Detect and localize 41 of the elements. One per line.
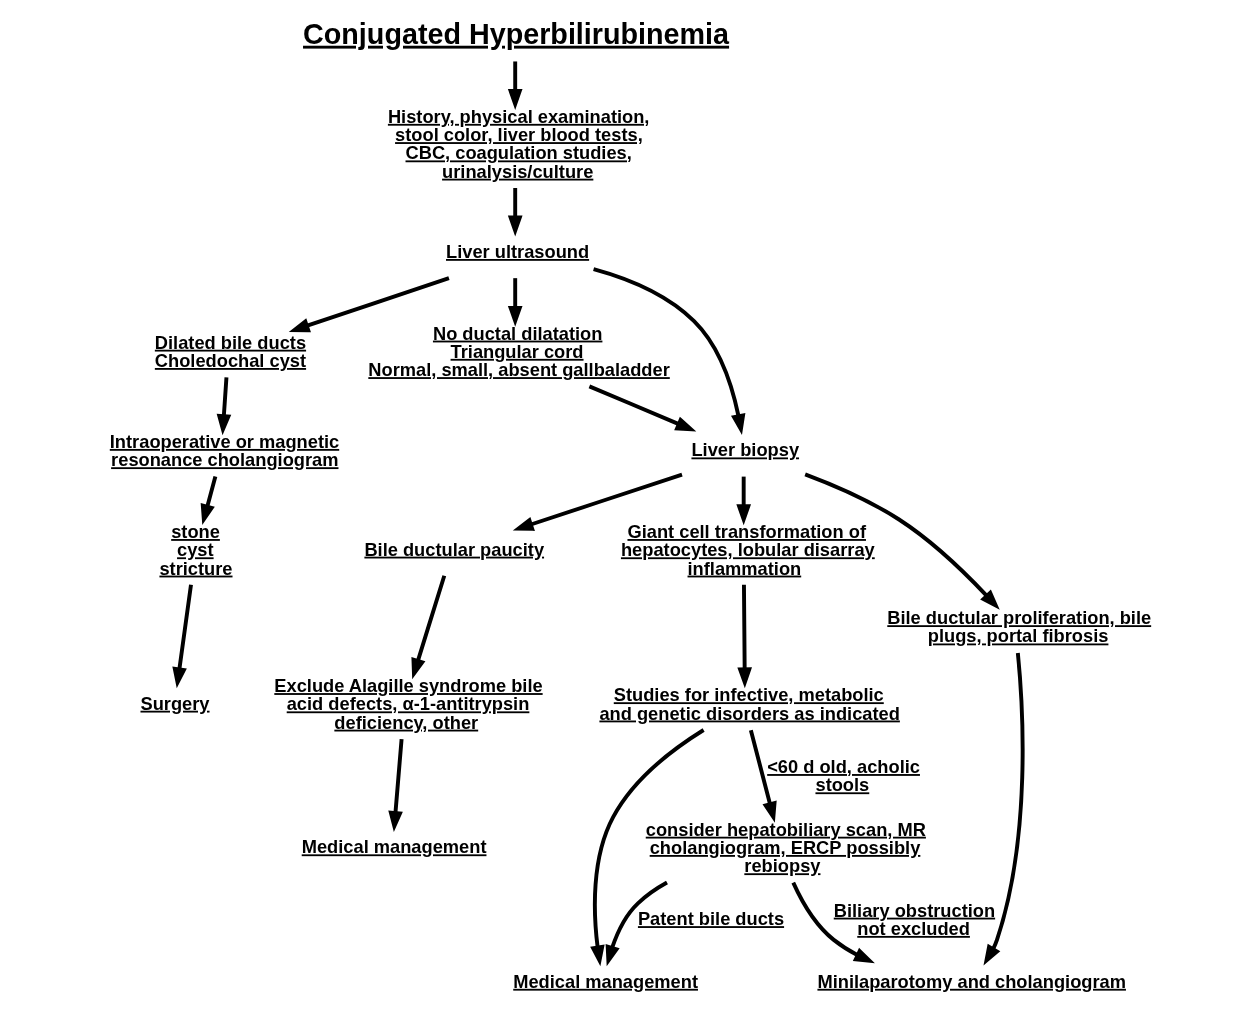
arrow	[507, 60, 523, 110]
edge-label: <60 d old, acholic stools	[766, 755, 920, 795]
arrow	[387, 738, 404, 832]
arrow	[736, 584, 752, 688]
node-text: Liver ultrasound	[445, 240, 589, 262]
arrow	[216, 376, 231, 435]
node-text: Medical management	[512, 970, 698, 992]
arrow	[803, 471, 1000, 610]
arrow	[507, 187, 523, 236]
arrow	[791, 881, 875, 963]
arrow	[171, 584, 193, 688]
node-text: Minilaparotomy and cholangiogram	[816, 970, 1126, 992]
arrow	[512, 472, 683, 531]
node-text: consider hepatobiliary scan, MR cholangiogram, ERCP possibly rebiopsy	[645, 818, 926, 876]
arrow	[589, 727, 705, 966]
arrow	[507, 277, 523, 327]
node-text: No ductal dilatation Triangular cord Normal, small, absent gallbaladder	[367, 322, 670, 380]
node-text: Intraoperative or magnetic resonance cholangiogram	[109, 430, 339, 470]
edge-label: Biliary obstruction not excluded	[833, 899, 995, 939]
node-text: Liver biopsy	[690, 438, 799, 460]
node-text: Dilated bile ducts Choledochal cyst	[154, 331, 306, 371]
arrow	[288, 275, 450, 332]
arrow	[748, 729, 777, 823]
node-text: Bile ductular proliferation, bile plugs, portal fibrosis	[886, 606, 1151, 646]
node-text: Medical management	[301, 835, 486, 857]
arrow	[200, 475, 217, 525]
node-text: Exclude Alagille syndrome bile acid defects, α-1-antitrypsin deficiency, other	[273, 674, 543, 733]
node-text: Conjugated Hyperbilirubinemia	[302, 17, 729, 50]
edge-label: Patent bile ducts	[637, 907, 784, 929]
node-text: History, physical examination, stool color, liver blood tests, CBC, coagulation studies, urinalysis/culture	[387, 105, 649, 182]
node-text: Surgery	[139, 692, 210, 714]
arrow	[588, 384, 696, 432]
node-text: Studies for infective, metabolic and genetic disorders as indicated	[598, 683, 900, 723]
node-text: stone cyst stricture	[158, 520, 233, 579]
node-text: Giant cell transformation of hepatocytes, lobular disarray inflammation	[620, 520, 875, 579]
arrow	[410, 574, 446, 679]
node-text: Bile ductular paucity	[363, 538, 544, 560]
arrow	[735, 476, 751, 525]
arrow	[605, 880, 668, 966]
arrow	[592, 266, 745, 435]
arrow	[982, 652, 1025, 966]
